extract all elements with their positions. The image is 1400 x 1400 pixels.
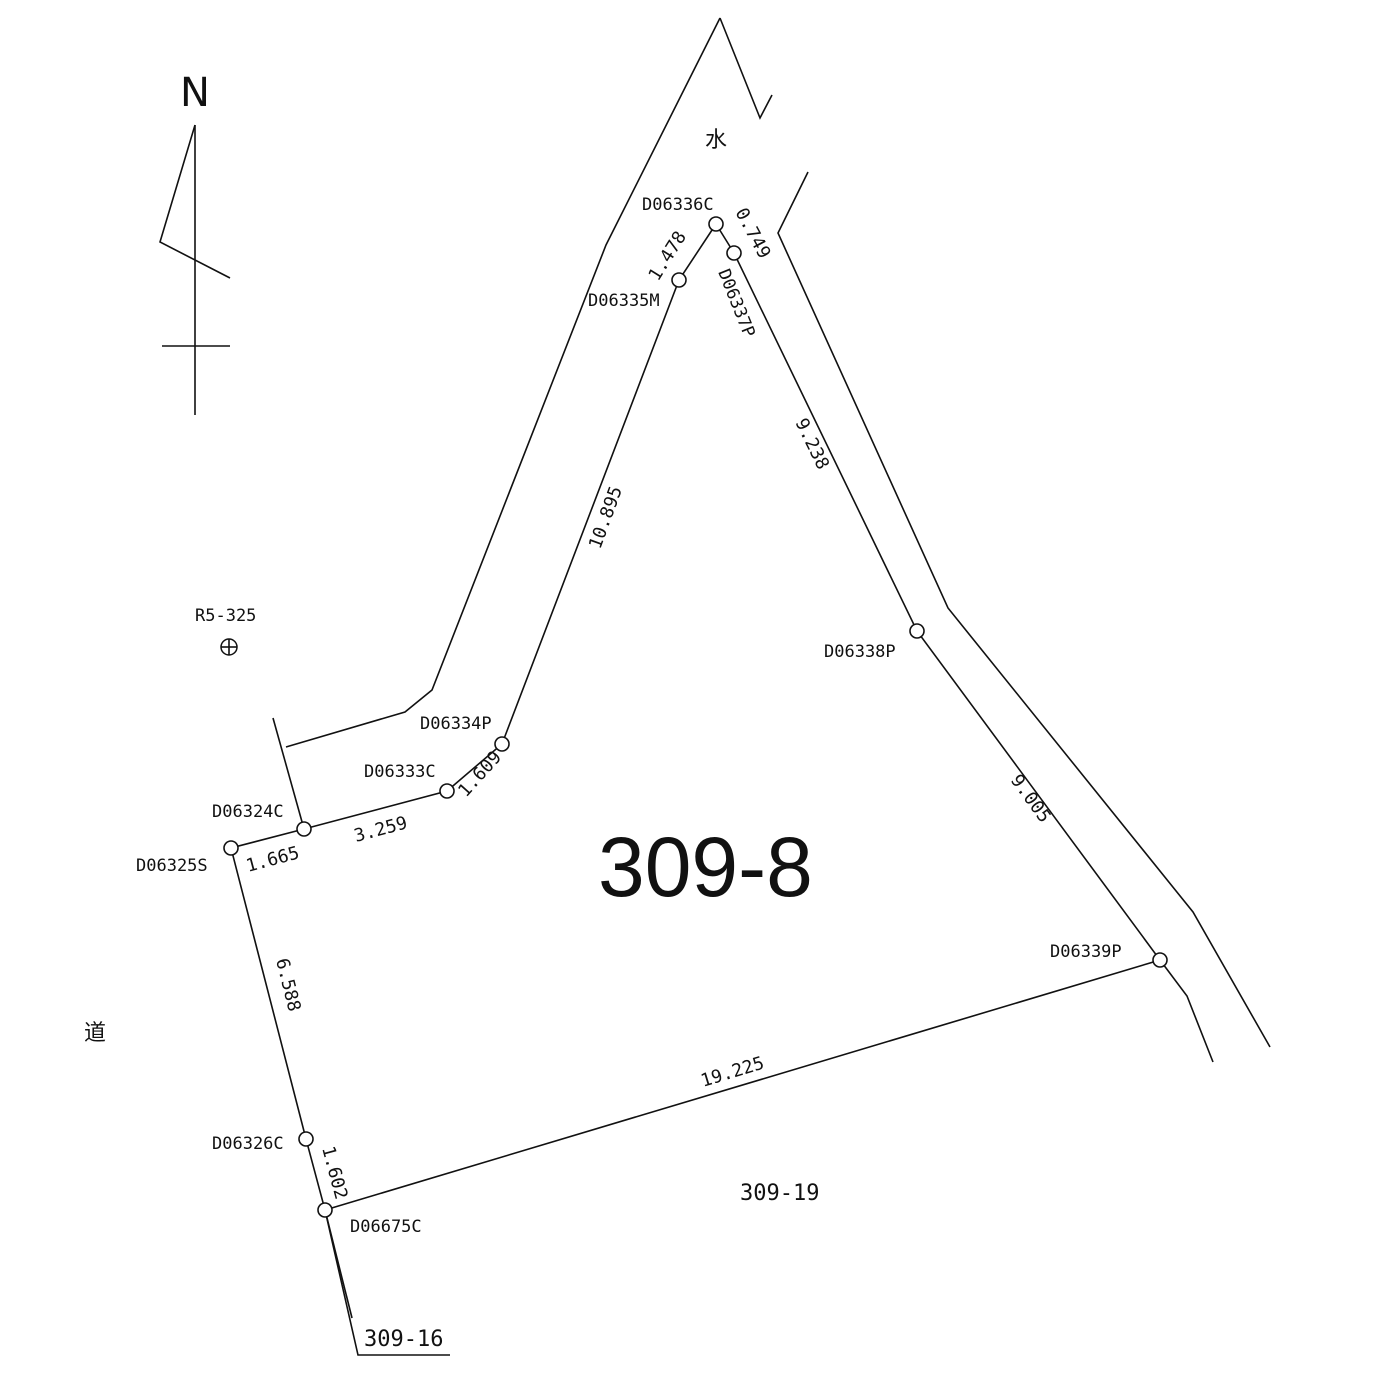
point-marker <box>439 783 455 799</box>
point-label: D06333C <box>364 762 436 782</box>
point-label: D06336C <box>642 195 714 215</box>
parcel-boundary <box>230 223 1162 1212</box>
distance-label: 6.588 <box>271 956 304 1014</box>
point-marker <box>671 272 687 288</box>
north-label: N <box>180 70 210 116</box>
distance-label: 1.665 <box>244 843 302 877</box>
point-marker <box>494 736 510 752</box>
point-marker <box>298 1131 314 1147</box>
point-label: D06335M <box>588 291 660 311</box>
point-marker <box>909 623 925 639</box>
point-label: D06326C <box>212 1134 284 1154</box>
point-label: D06324C <box>212 802 284 822</box>
distance-label: 10.895 <box>585 483 627 551</box>
distance-label: 19.225 <box>698 1053 766 1092</box>
distance-label: 9.005 <box>1006 771 1055 827</box>
point-marker <box>1152 952 1168 968</box>
point-label: D06338P <box>824 642 896 662</box>
point-marker <box>726 245 742 261</box>
distance-label: 1.609 <box>454 747 506 801</box>
boundary-line <box>1159 959 1214 1063</box>
point-label: D06325S <box>136 856 208 876</box>
point-label: D06334P <box>420 714 492 734</box>
distance-label: 3.259 <box>352 813 410 847</box>
point-marker <box>317 1202 333 1218</box>
benchmark-label: R5-325 <box>195 606 256 626</box>
point-label: D06339P <box>1050 942 1122 962</box>
road-label: 道 <box>84 1021 106 1046</box>
point-label: D06337P <box>713 266 758 340</box>
point-marker <box>296 821 312 837</box>
water-label: 水 <box>705 128 727 153</box>
benchmark-icon <box>220 638 238 656</box>
parcel-number: 309-8 <box>598 820 813 914</box>
leader-309-16 <box>324 1209 450 1356</box>
water-zigzag <box>719 17 773 120</box>
boundary-line <box>272 717 305 830</box>
water-boundary-right <box>777 171 1271 1048</box>
leader-line <box>324 1209 353 1319</box>
neighbor-parcel-southwest: 309-16 <box>364 1327 443 1352</box>
point-marker <box>708 216 724 232</box>
distance-label: 1.602 <box>317 1144 351 1202</box>
water-boundary-left <box>285 17 721 748</box>
survey-points <box>223 216 1168 1218</box>
north-arrow-icon <box>159 124 231 415</box>
point-label: D06675C <box>350 1217 422 1237</box>
point-marker <box>223 840 239 856</box>
neighbor-parcel-south: 309-19 <box>740 1181 819 1206</box>
